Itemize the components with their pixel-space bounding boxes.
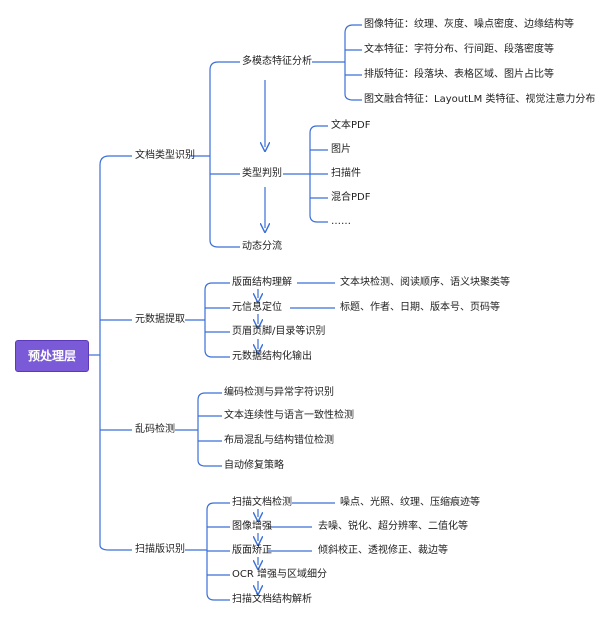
node-ocr: OCR 增强与区域细分: [232, 569, 327, 580]
connector: [204, 282, 230, 291]
connector: [99, 544, 132, 551]
leaf: 文本连续性与语言一致性检测: [224, 410, 354, 421]
node-multimodal: 多模态特征分析: [242, 56, 312, 67]
connector: [206, 502, 230, 511]
node-image-enhance: 图像增强: [232, 521, 272, 532]
leaf: 文本特征：字符分布、行间距、段落密度等: [364, 44, 554, 55]
leaf: 图像特征：纹理、灰度、噪点密度、边缘结构等: [364, 19, 574, 30]
detail: 标题、作者、日期、版本号、页码等: [340, 302, 500, 313]
branch-metadata: 元数据提取: [135, 314, 185, 325]
root-node: 预处理层: [15, 340, 89, 372]
node-layout-correct: 版面矫正: [232, 545, 272, 556]
connector: [344, 93, 362, 101]
leaf: 排版特征：段落块、表格区域、图片占比等: [364, 69, 554, 80]
detail: 文本块检测、阅读顺序、语义块聚类等: [340, 277, 510, 288]
leaf: 混合PDF: [331, 192, 371, 203]
branch-doc-type: 文档类型识别: [135, 150, 195, 161]
connector: [309, 125, 328, 134]
leaf: 文本PDF: [331, 120, 371, 131]
branch-garbled: 乱码检测: [135, 424, 175, 435]
detail: 去噪、锐化、超分辨率、二值化等: [318, 521, 468, 532]
connector: [204, 349, 230, 358]
node-scan-parse: 扫描文档结构解析: [232, 594, 312, 605]
leaf: 布局混乱与结构错位检测: [224, 435, 334, 446]
node-header-footer: 页眉页脚/目录等识别: [232, 326, 326, 337]
connector: [197, 392, 222, 401]
node-dynamic-route: 动态分流: [242, 241, 282, 252]
node-scan-detect: 扫描文档检测: [232, 497, 292, 508]
leaf: 自动修复策略: [224, 460, 284, 471]
node-layout-understanding: 版面结构理解: [232, 277, 292, 288]
connector: [344, 24, 362, 34]
connector: [206, 592, 230, 601]
leaf: 图文融合特征：LayoutLM 类特征、视觉注意力分布: [364, 94, 596, 105]
connector: [209, 239, 240, 248]
node-meta-locate: 元信息定位: [232, 302, 282, 313]
detail: 倾斜校正、透视修正、裁边等: [318, 545, 448, 556]
branch-scanned: 扫描版识别: [135, 544, 185, 555]
leaf: 扫描件: [331, 168, 361, 179]
node-type-judge: 类型判别: [242, 168, 282, 179]
connector: [209, 61, 240, 71]
leaf: 图片: [331, 144, 351, 155]
leaf: 编码检测与异常字符识别: [224, 387, 334, 398]
connector: [99, 155, 132, 166]
connector: [309, 214, 328, 223]
node-meta-output: 元数据结构化输出: [232, 351, 312, 362]
leaf: ……: [331, 216, 351, 227]
detail: 噪点、光照、纹理、压缩痕迹等: [340, 497, 480, 508]
connector: [197, 459, 222, 467]
